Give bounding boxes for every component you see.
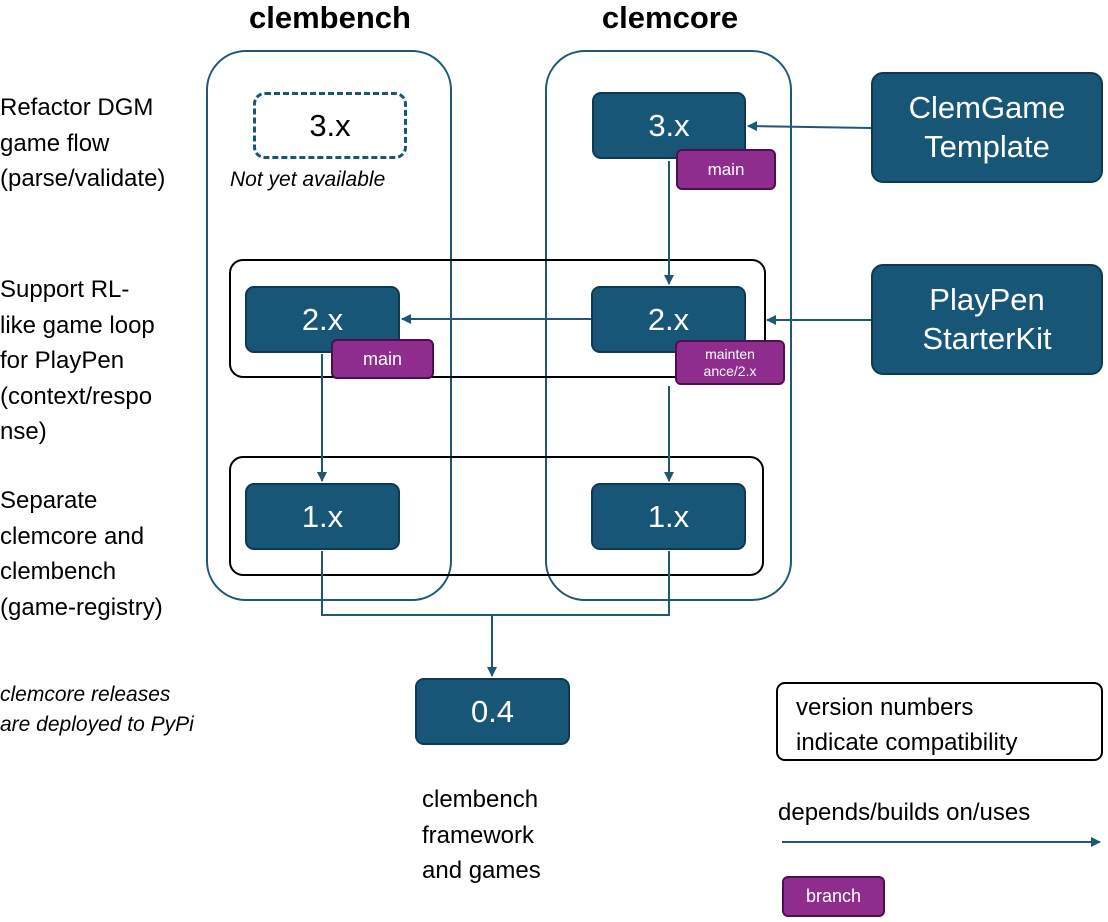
legend-arrow-label: depends/builds on/uses — [778, 799, 1031, 826]
clemgame-template-box: ClemGame Template — [871, 72, 1103, 183]
playpen-starterkit-box: PlayPen StarterKit — [871, 264, 1103, 375]
base-caption: clembench framework and games — [422, 786, 541, 884]
column-title-clemcore: clemcore — [601, 0, 739, 35]
clemcore-2x-label: 2.x — [647, 301, 690, 337]
clembench-2x-label: 2.x — [301, 301, 344, 337]
column-title-clembench: clembench — [249, 0, 411, 35]
clemcore-3x-branch-badge: main — [676, 149, 776, 190]
clembench-3x-placeholder: 3.x — [253, 92, 407, 159]
clembench-3x-label: 3.x — [309, 107, 351, 143]
clemcore-2x-branch-badge: mainten ance/2.x — [675, 340, 785, 385]
legend-branch-badge: branch — [782, 876, 885, 917]
group-frame-2x — [229, 259, 766, 378]
group-frame-1x — [229, 456, 764, 576]
clembench-2x-branch-badge: main — [331, 339, 434, 379]
legend-version-note: version numbers indicate compatibility — [776, 682, 1103, 761]
clembench-3x-note: Not yet available — [230, 168, 386, 191]
row-label-support: Support RL- like game loop for PlayPen (… — [0, 276, 155, 445]
connector-1x-to-base — [321, 551, 670, 616]
clembench-1x-box: 1.x — [245, 483, 400, 550]
row-label-refactor: Refactor DGM game flow (parse/validate) — [0, 94, 166, 192]
pypi-note: clemcore releases are deployed to PyPi — [0, 683, 194, 736]
clemcore-1x-label: 1.x — [647, 498, 690, 534]
clemcore-3x-box: 3.x — [592, 92, 746, 159]
clembench-1x-label: 1.x — [301, 498, 344, 534]
clemcore-3x-label: 3.x — [648, 107, 690, 143]
clembench-column-frame — [206, 50, 452, 601]
base-version-box: 0.4 — [415, 678, 570, 745]
arrow-template-to-clemcore-3x — [747, 121, 872, 132]
base-version-label: 0.4 — [470, 693, 515, 729]
clembench-2x-box: 2.x — [245, 286, 400, 353]
clemcore-1x-box: 1.x — [591, 483, 746, 550]
row-label-separate: Separate clemcore and clembench (game-re… — [0, 487, 163, 621]
